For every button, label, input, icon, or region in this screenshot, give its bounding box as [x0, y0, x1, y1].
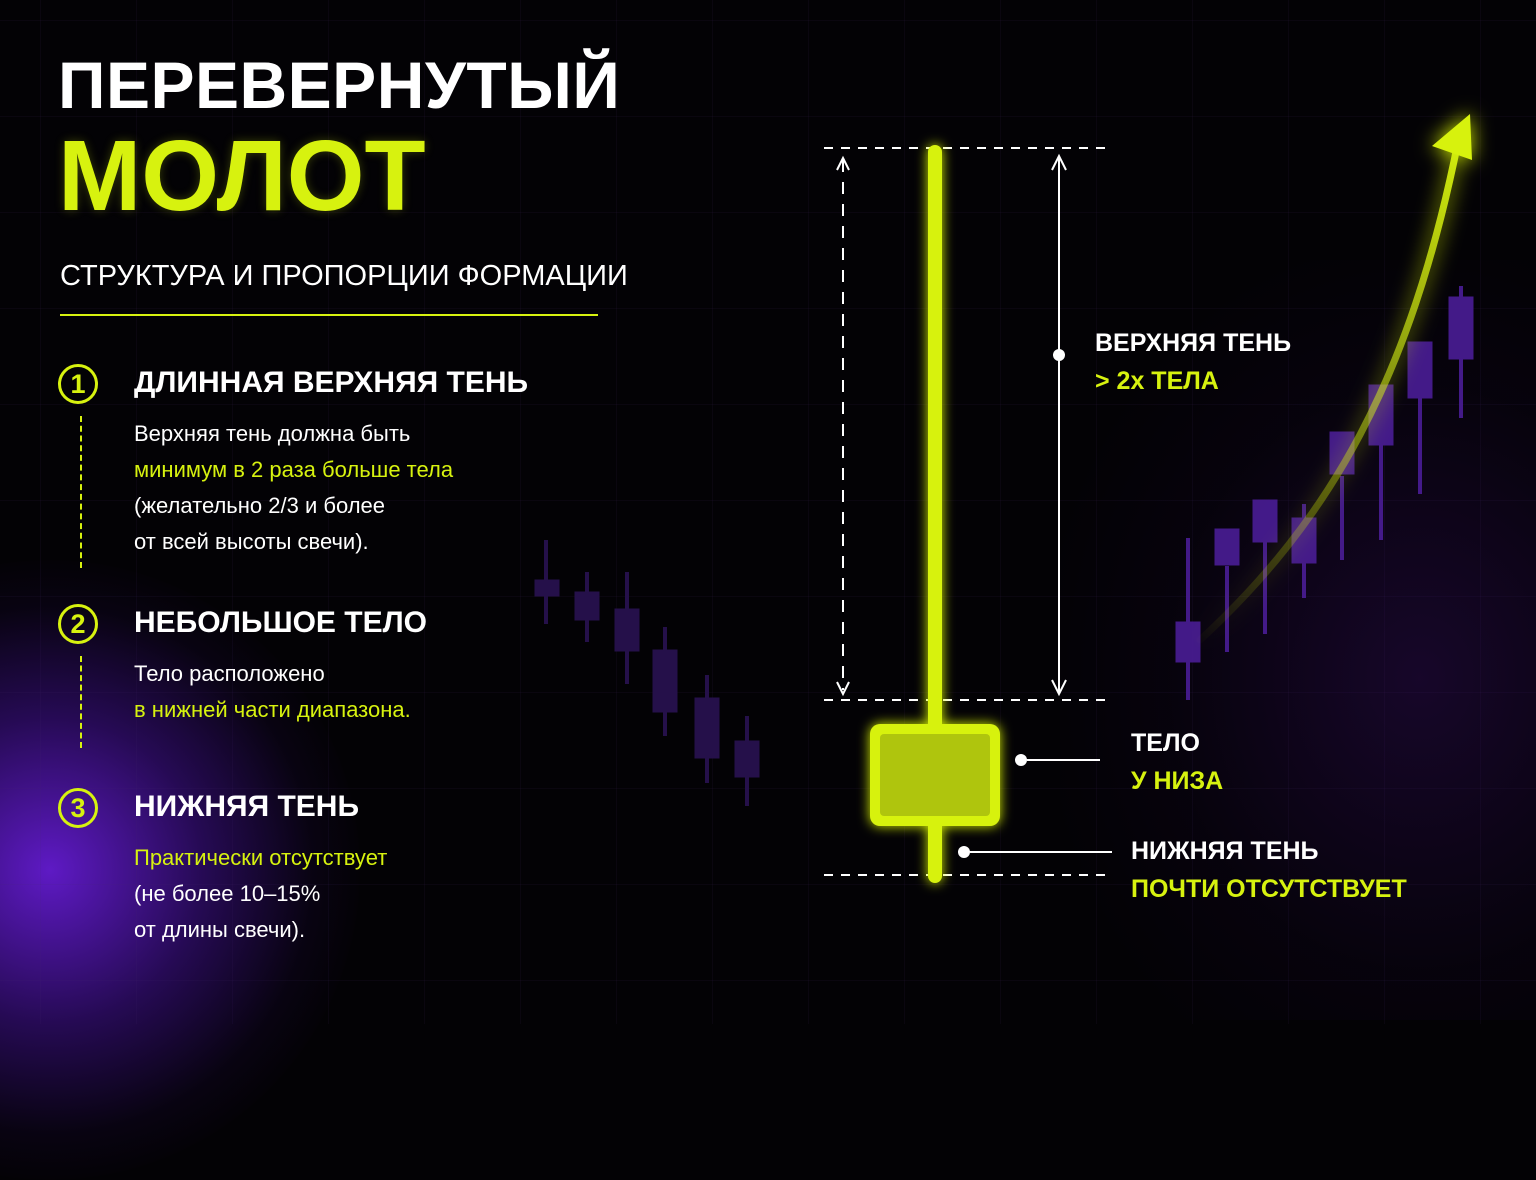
step-title: НИЖНЯЯ ТЕНЬ — [134, 790, 360, 823]
upper-shadow-pointer-dot — [1053, 349, 1065, 361]
inverted-hammer-candle — [870, 145, 1000, 883]
upper-shadow-annotation: ВЕРХНЯЯ ТЕНЬ > 2x ТЕЛА — [1095, 324, 1291, 400]
step-text-line: Тело расположено — [134, 661, 325, 686]
dimension-arrow-solid — [1051, 153, 1067, 697]
subtitle: СТРУКТУРА И ПРОПОРЦИИ ФОРМАЦИИ — [60, 260, 628, 292]
step-title: НЕБОЛЬШОЕ ТЕЛО — [134, 606, 427, 639]
step-connector — [80, 656, 82, 748]
body-annotation: ТЕЛО У НИЗА — [1131, 724, 1223, 800]
step-text-line: (не более 10–15% — [134, 881, 321, 906]
title-line-2: МОЛОТ — [58, 120, 426, 232]
lower-shadow-annotation: НИЖНЯЯ ТЕНЬ ПОЧТИ ОТСУТСТВУЕТ — [1131, 832, 1407, 908]
trend-arrow-icon — [1196, 114, 1472, 644]
step-text-line-highlight: минимум в 2 раза больше тела — [134, 457, 454, 482]
annotation-label: ТЕЛО — [1131, 729, 1200, 757]
dimension-arrow-dashed — [836, 155, 850, 697]
guide-lines — [824, 147, 1106, 876]
step-title: ДЛИННАЯ ВЕРХНЯЯ ТЕНЬ — [134, 366, 529, 399]
annotation-label: НИЖНЯЯ ТЕНЬ — [1131, 837, 1319, 865]
candle-diagram — [534, 114, 1474, 883]
step-text-line: от всей высоты свечи). — [134, 529, 369, 554]
annotation-value: У НИЗА — [1131, 767, 1224, 795]
uptrend-candles — [1175, 286, 1474, 700]
lower-shadow-pointer — [958, 846, 1112, 858]
annotation-value: ПОЧТИ ОТСУТСТВУЕТ — [1131, 875, 1407, 903]
step-text-line-highlight: в нижней части диапазона. — [134, 697, 411, 722]
annotation-label: ВЕРХНЯЯ ТЕНЬ — [1095, 329, 1292, 357]
purple-glow-right — [1060, 260, 1536, 1020]
step-text-line: (желательно 2/3 и более — [134, 493, 386, 518]
step-number-badge: 3 — [58, 788, 98, 828]
step-number-badge: 1 — [58, 364, 98, 404]
step-description: Практически отсутствует (не более 10–15%… — [134, 840, 387, 948]
step-text-line-highlight: Практически отсутствует — [134, 845, 388, 870]
title-line-1: ПЕРЕВЕРНУТЫЙ — [58, 48, 621, 122]
subtitle-divider — [60, 314, 598, 316]
annotation-value: > 2x ТЕЛА — [1095, 367, 1219, 395]
step-description: Тело расположено в нижней части диапазон… — [134, 656, 411, 728]
step-text-line: Верхняя тень должна быть — [134, 421, 411, 446]
step-description: Верхняя тень должна быть минимум в 2 раз… — [134, 416, 453, 560]
step-number-badge: 2 — [58, 604, 98, 644]
step-connector — [80, 416, 82, 568]
body-pointer — [1015, 754, 1100, 766]
downtrend-candles — [534, 540, 760, 806]
step-text-line: от длины свечи). — [134, 917, 306, 942]
background-grid — [0, 0, 1536, 1024]
